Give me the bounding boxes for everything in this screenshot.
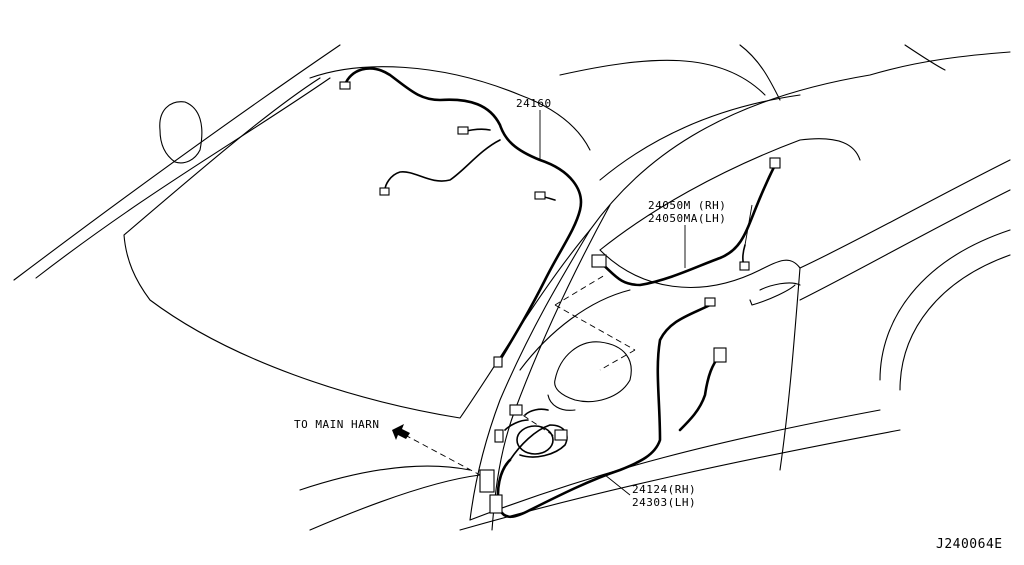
roof-connector-3: [534, 191, 546, 200]
door-harness: [591, 157, 781, 287]
label-to-main-harness: TO MAIN HARN: [294, 418, 380, 431]
label-body-harness-lh: 24303(LH): [632, 496, 697, 509]
label-door-harness-rh: 24050M (RH): [648, 199, 727, 212]
label-leaders: [539, 110, 753, 496]
dashed-leaders: [404, 274, 636, 476]
roof-connector-1: [339, 81, 351, 90]
diagram-code: J240064E: [936, 537, 1003, 552]
body-connector-3: [509, 404, 523, 416]
body-connector-6: [489, 494, 503, 514]
roof-connector-2: [457, 126, 469, 135]
body-connector-2: [713, 347, 727, 363]
label-body-harness-rh: 24124(RH): [632, 483, 697, 496]
door-connector-3: [739, 261, 750, 271]
body-harness: [479, 297, 727, 519]
roof-harness: [339, 67, 583, 368]
label-roof-harness: 24160: [516, 97, 552, 110]
roof-connector-5: [493, 356, 503, 368]
car-body-outline: [13, 44, 1011, 531]
door-connector-1: [591, 254, 607, 268]
body-connector-4: [554, 429, 568, 441]
door-connector-2: [769, 157, 781, 169]
body-connector-7: [494, 429, 504, 443]
body-connector-5: [479, 469, 495, 493]
arrow-icon: [392, 424, 410, 440]
roof-connector-4: [379, 187, 390, 196]
grommet: [516, 425, 554, 455]
label-door-harness-lh: 24050MA(LH): [648, 212, 727, 225]
body-connector-1: [704, 297, 716, 307]
